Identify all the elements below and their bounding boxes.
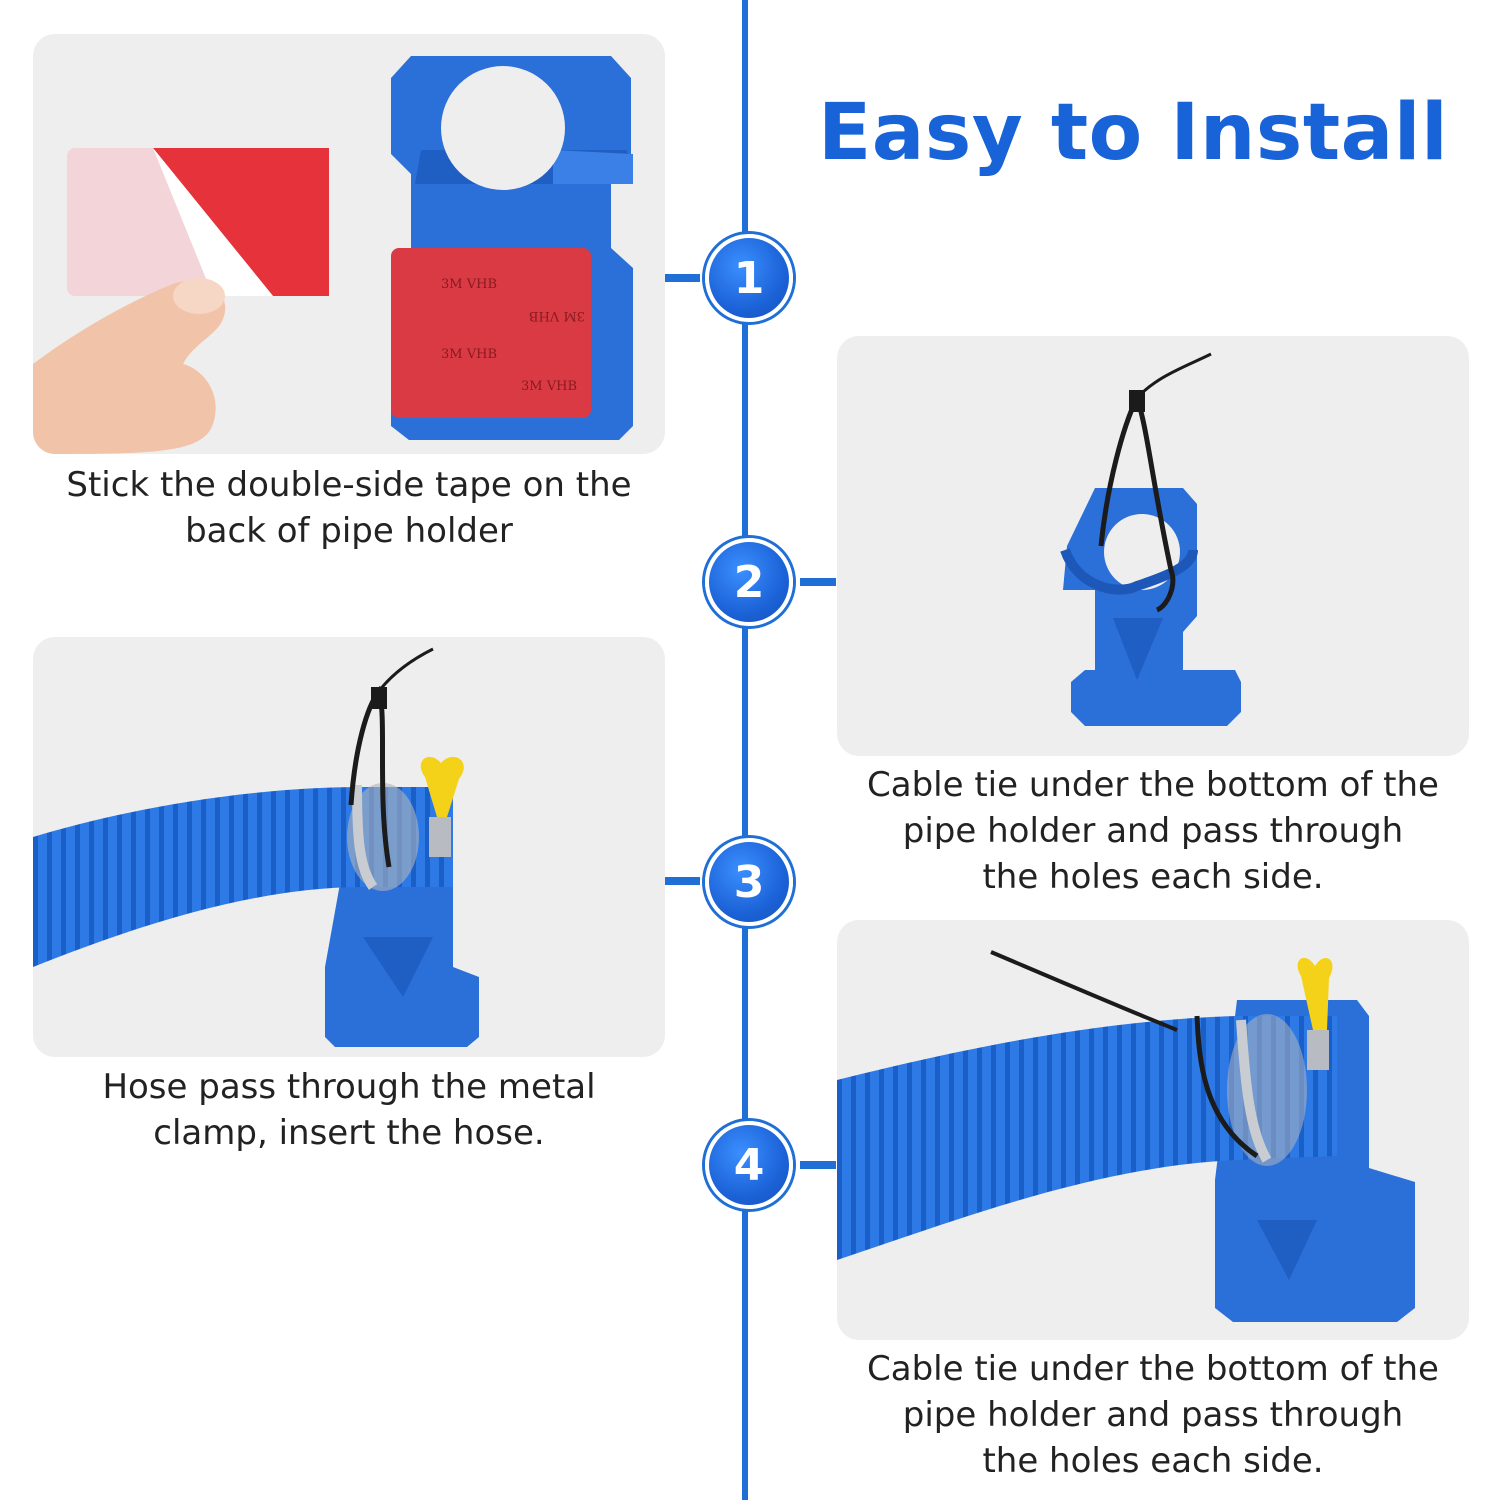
step-1-image: 3M VHB 3M VHB 3M VHB 3M VHB (33, 34, 665, 454)
step-2-caption: Cable tie under the bottom of the pipe h… (867, 765, 1439, 897)
tape-print: 3M VHB (441, 277, 497, 292)
step-badge-2: 2 (705, 538, 793, 626)
tape-print: 3M VHB (441, 347, 497, 362)
page-title: Easy to Install (818, 88, 1449, 178)
step-badge-3: 3 (705, 838, 793, 926)
step-3-image (33, 637, 665, 1057)
connector-step-3 (664, 877, 700, 885)
step-2-image (837, 336, 1469, 756)
connector-step-4 (800, 1161, 836, 1169)
tape-print: 3M VHB (521, 379, 577, 394)
timeline-line (742, 0, 748, 1500)
step-badge-1: 1 (705, 234, 793, 322)
step-4-image (837, 920, 1469, 1340)
connector-step-2 (800, 578, 836, 586)
step-3-caption: Hose pass through the metal clamp, inser… (102, 1067, 596, 1153)
step-badge-4: 4 (705, 1121, 793, 1209)
tape-print: 3M VHB (529, 308, 585, 323)
step-1-caption: Stick the double-side tape on the back o… (66, 465, 632, 551)
step-4-caption: Cable tie under the bottom of the pipe h… (867, 1349, 1439, 1481)
connector-step-1 (664, 274, 700, 282)
